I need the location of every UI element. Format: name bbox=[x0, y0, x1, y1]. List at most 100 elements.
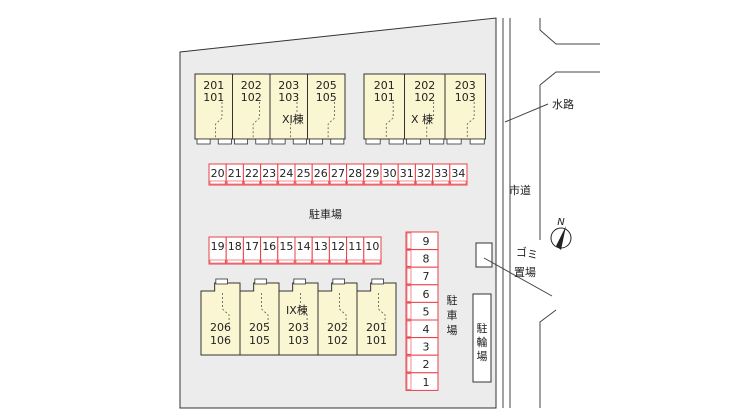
parking-stall-number: 23 bbox=[262, 167, 276, 180]
road-edge-mid bbox=[539, 71, 600, 86]
balcony bbox=[388, 138, 404, 145]
balcony bbox=[429, 138, 445, 145]
wheel-stop bbox=[261, 180, 278, 185]
garbage-label-mi: ミ bbox=[527, 248, 538, 261]
wheel-stop bbox=[312, 180, 329, 185]
wheel-stop bbox=[433, 180, 450, 185]
interior-line bbox=[339, 293, 347, 323]
wheel-stop bbox=[406, 320, 412, 337]
unit-number-upper: 201 bbox=[366, 321, 387, 334]
parking-stall-number: 14 bbox=[297, 240, 311, 253]
balcony bbox=[292, 138, 307, 145]
wheel-stop bbox=[406, 338, 412, 355]
parking-stall-number: 11 bbox=[348, 240, 362, 253]
balcony bbox=[446, 138, 462, 145]
wheel-stop bbox=[406, 373, 412, 390]
building-unit bbox=[269, 73, 308, 140]
wheel-stop bbox=[406, 232, 412, 249]
wheel-stop bbox=[244, 259, 260, 264]
unit-number-upper: 201 bbox=[374, 79, 395, 92]
garbage-area-box bbox=[475, 242, 493, 268]
interior-line bbox=[327, 102, 335, 139]
parking-stall bbox=[363, 236, 382, 265]
parking-label-main: 駐車場 bbox=[309, 207, 342, 221]
unit-number-lower: 103 bbox=[455, 91, 476, 104]
garbage-label-okiba: 置場 bbox=[514, 266, 536, 279]
building-unit bbox=[194, 73, 233, 140]
parking-stall-number: 19 bbox=[211, 240, 225, 253]
interior-line bbox=[385, 102, 394, 139]
wheel-stop bbox=[398, 180, 415, 185]
building-unit bbox=[239, 282, 280, 356]
unit-number-lower: 101 bbox=[374, 91, 395, 104]
building-ix-name: IX棟 bbox=[286, 303, 308, 317]
parking-label-right-2: 車 bbox=[447, 308, 458, 322]
wheel-stop bbox=[278, 259, 295, 264]
interior-line bbox=[466, 102, 475, 139]
balcony bbox=[215, 278, 228, 285]
parking-stall-number: 2 bbox=[423, 358, 430, 371]
balcony bbox=[371, 278, 384, 285]
wheel-stop bbox=[347, 259, 364, 264]
parking-stall-number: 15 bbox=[279, 240, 293, 253]
building-unit bbox=[278, 282, 319, 356]
parking-stall-number: 28 bbox=[348, 167, 362, 180]
parking-stall-number: 6 bbox=[423, 288, 430, 301]
bicycle-label-1: 駐 bbox=[477, 321, 488, 335]
parking-stall-number: 4 bbox=[423, 323, 430, 336]
balcony bbox=[217, 138, 232, 145]
parking-stall-number: 10 bbox=[365, 240, 379, 253]
parking-stall-number: 22 bbox=[245, 167, 259, 180]
parking-stall-number: 8 bbox=[423, 253, 430, 266]
unit-number-upper: 205 bbox=[249, 321, 270, 334]
building-unit bbox=[363, 73, 405, 140]
bicycle-parking-box bbox=[472, 293, 492, 383]
building-unit bbox=[307, 73, 346, 140]
wheel-stop bbox=[330, 259, 346, 264]
parking-label-right-3: 場 bbox=[447, 324, 458, 337]
building-unit bbox=[444, 73, 486, 140]
unit-number-lower: 102 bbox=[414, 91, 435, 104]
wheel-stop bbox=[364, 259, 381, 264]
parking-stall-number: 29 bbox=[365, 167, 379, 180]
wheel-stop bbox=[381, 180, 398, 185]
parking-stall-number: 16 bbox=[262, 240, 276, 253]
unit-number-upper: 203 bbox=[455, 79, 476, 92]
unit-number-upper: 205 bbox=[316, 79, 337, 92]
wheel-stop bbox=[347, 180, 364, 185]
wheel-stop bbox=[406, 250, 412, 267]
unit-number-upper: 202 bbox=[241, 79, 262, 92]
garbage-leader bbox=[483, 257, 553, 297]
parking-stall-number: 32 bbox=[417, 167, 431, 180]
unit-number-lower: 106 bbox=[210, 334, 231, 347]
parking-stall bbox=[449, 163, 468, 186]
balcony bbox=[271, 138, 286, 145]
balcony bbox=[469, 138, 485, 145]
unit-number-upper: 203 bbox=[288, 321, 309, 334]
parking-stall-number: 12 bbox=[331, 240, 345, 253]
wheel-stop bbox=[278, 180, 295, 185]
wheel-stop bbox=[295, 259, 312, 264]
interior-line bbox=[215, 102, 223, 139]
parking-stall-number: 7 bbox=[423, 270, 430, 283]
balcony bbox=[196, 138, 211, 145]
parking-stall-number: 17 bbox=[245, 240, 259, 253]
wheel-stop bbox=[244, 180, 260, 185]
parking-stall-number: 9 bbox=[423, 235, 430, 248]
balcony bbox=[234, 138, 249, 145]
unit-number-lower: 101 bbox=[366, 334, 387, 347]
balcony bbox=[293, 278, 306, 285]
north-arrow: N bbox=[550, 217, 572, 250]
wheel-stop bbox=[209, 259, 226, 264]
unit-number-upper: 202 bbox=[327, 321, 348, 334]
wheel-stop bbox=[330, 180, 346, 185]
unit-number-upper: 203 bbox=[278, 79, 299, 92]
parking-stall-number: 31 bbox=[400, 167, 414, 180]
waterway-label: 水路 bbox=[552, 98, 574, 111]
interior-line bbox=[222, 293, 230, 323]
balcony bbox=[332, 278, 345, 285]
